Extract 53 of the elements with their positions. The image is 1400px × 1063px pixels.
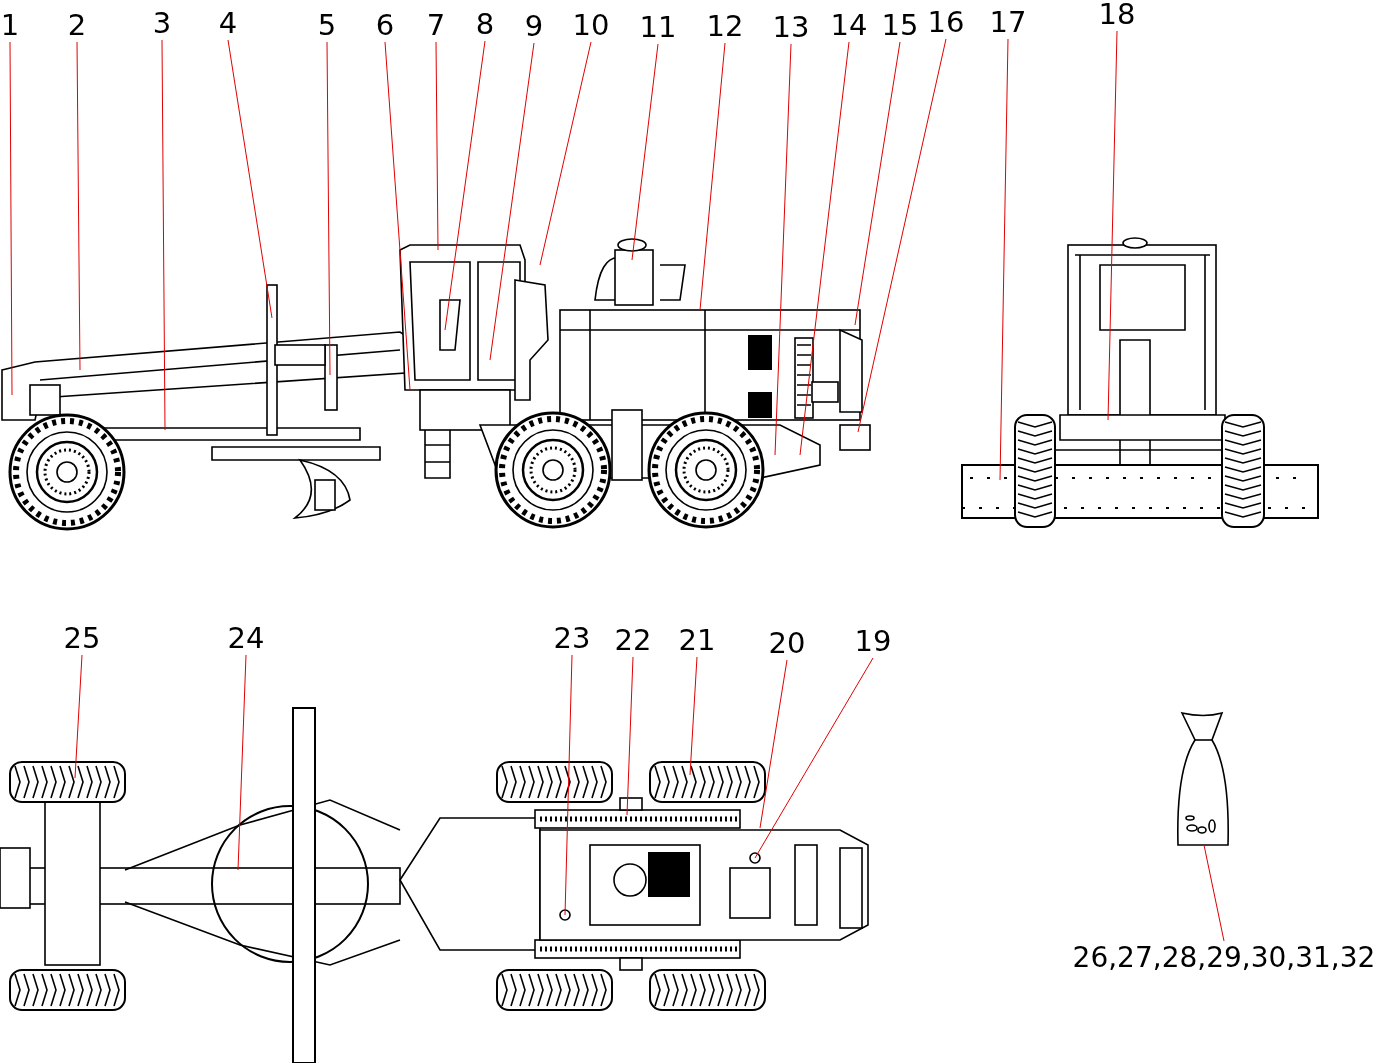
leader-line [631, 43, 659, 261]
leader-line [489, 42, 535, 361]
leader-line [384, 41, 411, 391]
callout-number: 15 [881, 8, 919, 42]
callout-number: 1 [0, 8, 20, 42]
leader-line [799, 41, 850, 456]
parts-bag-drawing [1177, 712, 1229, 846]
callout-number: 13 [772, 10, 810, 44]
callout-number: 21 [678, 623, 716, 657]
leader-line [435, 41, 439, 251]
callout-number: 14 [830, 8, 868, 42]
callout-number: 19 [854, 624, 892, 658]
callout-number: 18 [1098, 0, 1136, 31]
callout-number: 12 [706, 9, 744, 43]
callout-number: 9 [524, 9, 544, 43]
leader-line [74, 654, 83, 779]
leader-line [227, 39, 273, 319]
callout-number: 16 [927, 5, 965, 39]
callout-number: 4 [218, 6, 238, 40]
leader-line [857, 38, 947, 433]
callout-number: 24 [227, 621, 265, 655]
callout-number: 6 [375, 8, 395, 42]
callout-number: 5 [317, 8, 337, 42]
leader-line [564, 654, 573, 916]
callout-number: 8 [475, 7, 495, 41]
leader-line [626, 656, 634, 816]
leader-line [161, 39, 166, 431]
leader-line [1203, 844, 1225, 942]
callout-number: 2 [67, 8, 87, 42]
leader-line [326, 41, 331, 376]
leader-line [999, 38, 1009, 481]
callout-number: 7 [426, 8, 446, 42]
leader-line [9, 41, 13, 396]
leader-line [854, 41, 901, 326]
callout-number: 10 [572, 8, 610, 42]
callout-number: 11 [639, 10, 677, 44]
leader-line [539, 41, 592, 266]
leader-line [444, 40, 486, 331]
leader-line [754, 657, 874, 859]
callout-number: 22 [614, 623, 652, 657]
leader-line [774, 43, 792, 456]
leader-line [759, 659, 788, 829]
callout-number: 26,27,28,29,30,31,32 [1072, 941, 1376, 975]
callout-number: 25 [63, 621, 101, 655]
callout-number: 23 [553, 621, 591, 655]
leader-line [689, 656, 698, 776]
leader-line [1107, 30, 1118, 421]
callout-number: 20 [768, 626, 806, 660]
leader-line [699, 42, 726, 311]
callout-number: 17 [989, 5, 1027, 39]
leader-line [237, 654, 247, 871]
leader-line [76, 41, 81, 371]
callout-number: 3 [152, 6, 172, 40]
